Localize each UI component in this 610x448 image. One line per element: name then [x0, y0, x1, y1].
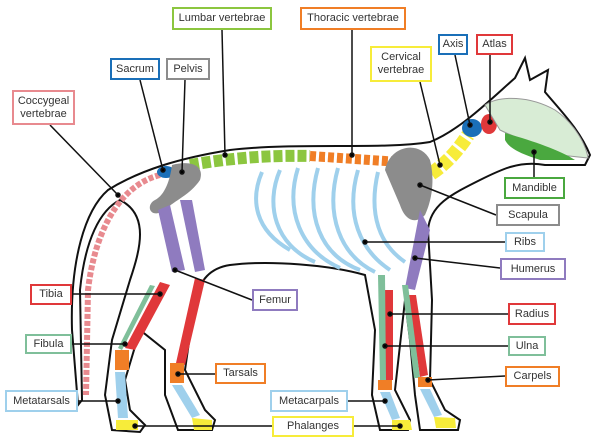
fibula-bone: [118, 285, 155, 350]
radius-bone-far: [408, 295, 428, 377]
metatarsals-bone: [115, 372, 200, 418]
ulna-bone-far: [402, 285, 420, 378]
label-femur: Femur: [252, 289, 298, 311]
pelvis-bone: [149, 163, 201, 214]
arrowhead-icon: [179, 169, 185, 175]
leader-lines: [49, 29, 537, 429]
leader-line-pelvis: [181, 79, 186, 173]
tarsals-bone: [115, 350, 129, 370]
arrowhead-icon: [387, 311, 393, 317]
label-pelvis: Pelvis: [166, 58, 210, 80]
arrowhead-icon: [467, 122, 473, 128]
label-sacrum: Sacrum: [110, 58, 160, 80]
coccygeal-vertebrae-bone: [83, 172, 161, 396]
tibia-bone: [125, 282, 170, 350]
lumbar-vertebrae-bone: [188, 149, 311, 171]
arrowhead-icon: [437, 162, 443, 168]
carpels-bone: [378, 380, 392, 390]
carpels-bone-far: [418, 377, 432, 387]
arrowhead-icon: [417, 182, 423, 188]
label-coccygeal: Coccygeal vertebrae: [12, 90, 75, 125]
label-scapula: Scapula: [496, 204, 560, 226]
label-radius: Radius: [508, 303, 556, 325]
label-mandible: Mandible: [504, 177, 565, 199]
label-tibia: Tibia: [30, 284, 72, 305]
metacarpals-bone: [380, 389, 442, 420]
label-atlas: Atlas: [476, 34, 513, 55]
leader-line-coccygeal: [49, 124, 119, 196]
arrowhead-icon: [362, 239, 368, 245]
arrowhead-icon: [132, 423, 138, 429]
arrowhead-icon: [122, 341, 128, 347]
arrowhead-icon: [382, 398, 388, 404]
thoracic-vertebrae-bone: [309, 151, 401, 167]
leader-line-humerus: [414, 257, 501, 269]
tibia-bone-far: [176, 278, 205, 365]
label-ulna: Ulna: [508, 336, 546, 356]
label-metatarsals: Metatarsals: [5, 390, 78, 412]
ulna-bone: [378, 275, 386, 380]
label-thoracic: Thoracic vertebrae: [300, 7, 406, 30]
femur-bone: [158, 205, 185, 272]
phalanges-bone: [392, 417, 456, 430]
arrowhead-icon: [382, 343, 388, 349]
arrowhead-icon: [487, 119, 493, 125]
label-metacarpals: Metacarpals: [270, 390, 348, 412]
arrowhead-icon: [425, 377, 431, 383]
leader-line-sacrum: [139, 79, 164, 171]
label-ribs: Ribs: [505, 232, 545, 252]
arrowhead-icon: [160, 167, 166, 173]
label-carpels: Carpels: [505, 366, 560, 387]
axis-bone: [462, 119, 482, 137]
label-lumbar: Lumbar vertebrae: [172, 7, 272, 30]
leader-line-lumbar: [221, 29, 226, 156]
arrowhead-icon: [412, 255, 418, 261]
arrowhead-icon: [115, 398, 121, 404]
leader-line-carpels: [427, 375, 506, 381]
arrowhead-icon: [157, 291, 163, 297]
leader-line-axis: [454, 54, 471, 126]
femur-bone-far: [180, 200, 205, 272]
label-axis: Axis: [438, 34, 468, 55]
arrowhead-icon: [397, 423, 403, 429]
ribs-bone: [254, 167, 407, 274]
label-humerus: Humerus: [500, 258, 566, 280]
scapula-bone: [385, 147, 433, 221]
mandible-bone: [505, 133, 575, 160]
arrowhead-icon: [222, 152, 228, 158]
label-fibula: Fibula: [25, 334, 72, 354]
leader-line-femur: [174, 269, 253, 301]
humerus-bone: [405, 210, 430, 290]
phalanges-bone-hind: [116, 418, 212, 430]
label-phalanges: Phalanges: [272, 416, 354, 437]
arrowhead-icon: [115, 192, 121, 198]
arrowhead-icon: [172, 267, 178, 273]
arrowhead-icon: [349, 152, 355, 158]
arrowhead-icon: [531, 149, 537, 155]
leader-line-scapula: [419, 184, 497, 216]
label-cervical: Cervical vertebrae: [370, 46, 432, 82]
label-tarsals: Tarsals: [215, 363, 266, 384]
arrowhead-icon: [175, 371, 181, 377]
radius-bone: [385, 290, 393, 380]
leader-line-cervical: [419, 81, 441, 166]
